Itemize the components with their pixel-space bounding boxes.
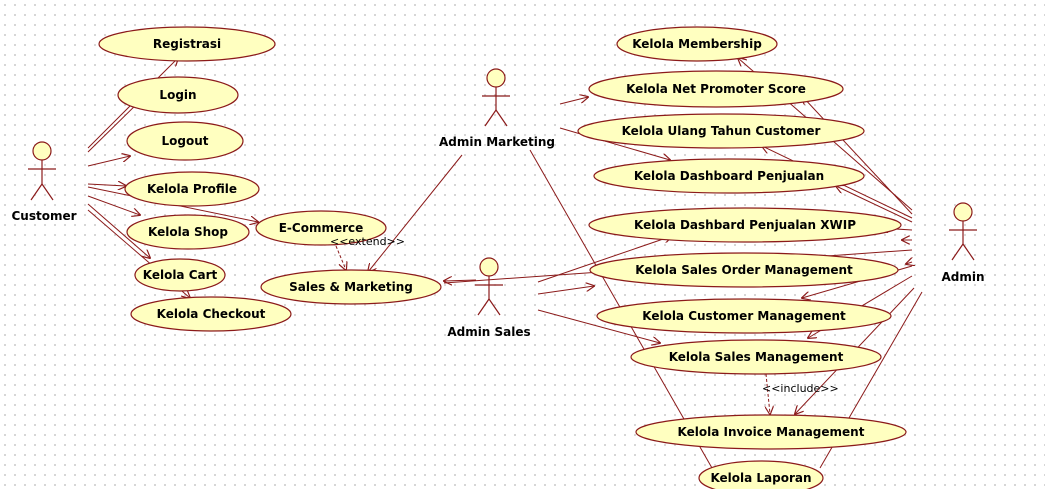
use-case-label: Kelola Dashbard Penjualan XWIP [634, 218, 856, 232]
actor-label: Admin Marketing [439, 135, 555, 149]
actor-admin-sales[interactable]: Admin Sales [447, 257, 531, 339]
use-case-label: Kelola Dashboard Penjualan [634, 169, 824, 183]
use-case-label: Registrasi [153, 37, 221, 51]
assoc-sales-sales-marketing [444, 280, 477, 281]
assoc-admin-dashboard [836, 186, 913, 223]
use-case-label: Kelola Sales Management [669, 350, 844, 364]
use-case-label: Sales & Marketing [289, 280, 413, 294]
use-case-sales-marketing[interactable]: Sales & Marketing [260, 269, 442, 305]
use-case-kelola-ulang-tahun[interactable]: Kelola Ulang Tahun Customer [577, 113, 865, 149]
use-case-label: Kelola Invoice Management [678, 425, 865, 439]
actor-admin-marketing[interactable]: Admin Marketing [439, 68, 555, 149]
use-case-label: Kelola Profile [147, 182, 237, 196]
include-label: <<include>> [762, 382, 839, 395]
assoc-sales-sales-order [537, 286, 594, 295]
use-case-label: Logout [161, 134, 208, 148]
use-case-label: Kelola Sales Order Management [635, 263, 853, 277]
use-case-label: Kelola Laporan [710, 471, 811, 485]
include-dependency-line [766, 373, 770, 414]
actor-admin[interactable]: Admin [941, 202, 985, 284]
use-case-kelola-invoice[interactable]: Kelola Invoice Management [635, 414, 907, 450]
use-case-label: Kelola Cart [143, 268, 218, 282]
actor-label: Admin [941, 270, 984, 284]
use-case-kelola-shop[interactable]: Kelola Shop [126, 214, 250, 250]
extend-label: <<extend>> [330, 235, 405, 248]
use-case-label: Kelola Ulang Tahun Customer [622, 124, 821, 138]
use-case-kelola-sales-order[interactable]: Kelola Sales Order Management [589, 252, 899, 288]
assoc-marketing-sales-marketing [368, 154, 463, 272]
use-case-label: Kelola Checkout [157, 307, 266, 321]
extend-dependency-line [335, 245, 346, 270]
use-case-kelola-sales-mgmt[interactable]: Kelola Sales Management [630, 339, 882, 375]
use-case-label: E-Commerce [279, 221, 364, 235]
assoc-customer-cart [87, 203, 150, 258]
assoc-admin-sales-order [906, 262, 912, 264]
use-case-kelola-profile[interactable]: Kelola Profile [124, 171, 260, 207]
use-case-kelola-customer-mgmt[interactable]: Kelola Customer Management [596, 298, 892, 334]
assoc-admin-nps [802, 96, 913, 215]
use-case-label: Kelola Membership [632, 37, 762, 51]
use-case-kelola-checkout[interactable]: Kelola Checkout [130, 296, 292, 332]
use-case-kelola-nps[interactable]: Kelola Net Promoter Score [588, 70, 844, 108]
assoc-marketing-dashboard [559, 127, 670, 160]
use-case-label: Login [159, 88, 196, 102]
use-case-label: Kelola Customer Management [642, 309, 846, 323]
use-case-logout[interactable]: Logout [126, 121, 244, 161]
actor-label: Customer [11, 209, 76, 223]
assoc-customer-shop [87, 195, 140, 215]
use-case-ecommerce[interactable]: E-Commerce [255, 210, 387, 246]
assoc-marketing-nps [559, 97, 588, 105]
use-case-kelola-laporan[interactable]: Kelola Laporan [698, 460, 824, 489]
assoc-customer-profile [87, 184, 126, 186]
actor-label: Admin Sales [447, 325, 530, 339]
assoc-sales-sales-mgmt [537, 309, 660, 343]
use-case-login[interactable]: Login [117, 76, 239, 114]
dependencies [335, 245, 770, 414]
use-case-kelola-cart[interactable]: Kelola Cart [134, 258, 226, 292]
assoc-customer-logout [87, 156, 130, 167]
use-case-kelola-dashboard[interactable]: Kelola Dashboard Penjualan [593, 158, 865, 194]
use-case-label: Kelola Net Promoter Score [626, 82, 806, 96]
actor-customer[interactable]: Customer [11, 141, 77, 223]
use-case-kelola-membership[interactable]: Kelola Membership [616, 26, 778, 62]
use-case-label: Kelola Shop [148, 225, 228, 239]
use-case-registrasi[interactable]: Registrasi [98, 26, 276, 62]
use-case-kelola-dashboard-xwip[interactable]: Kelola Dashbard Penjualan XWIP [588, 207, 902, 243]
